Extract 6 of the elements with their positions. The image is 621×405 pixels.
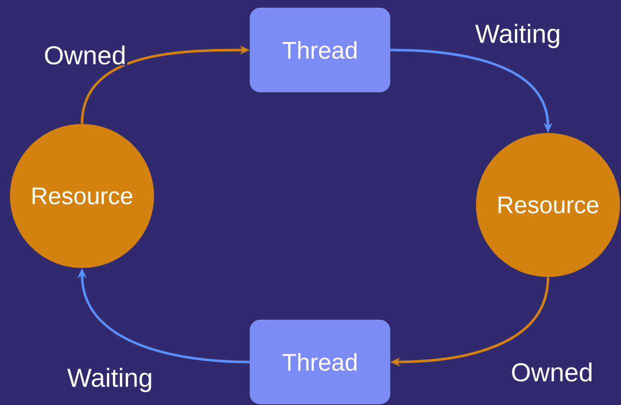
thread-box: Thread <box>250 320 390 404</box>
edge-label: Owned <box>42 44 128 66</box>
edge-label: Waiting <box>66 366 154 394</box>
edge-label: Waiting <box>474 22 562 50</box>
edge-label: Owned <box>510 361 594 383</box>
thread-box: Thread <box>250 8 390 92</box>
